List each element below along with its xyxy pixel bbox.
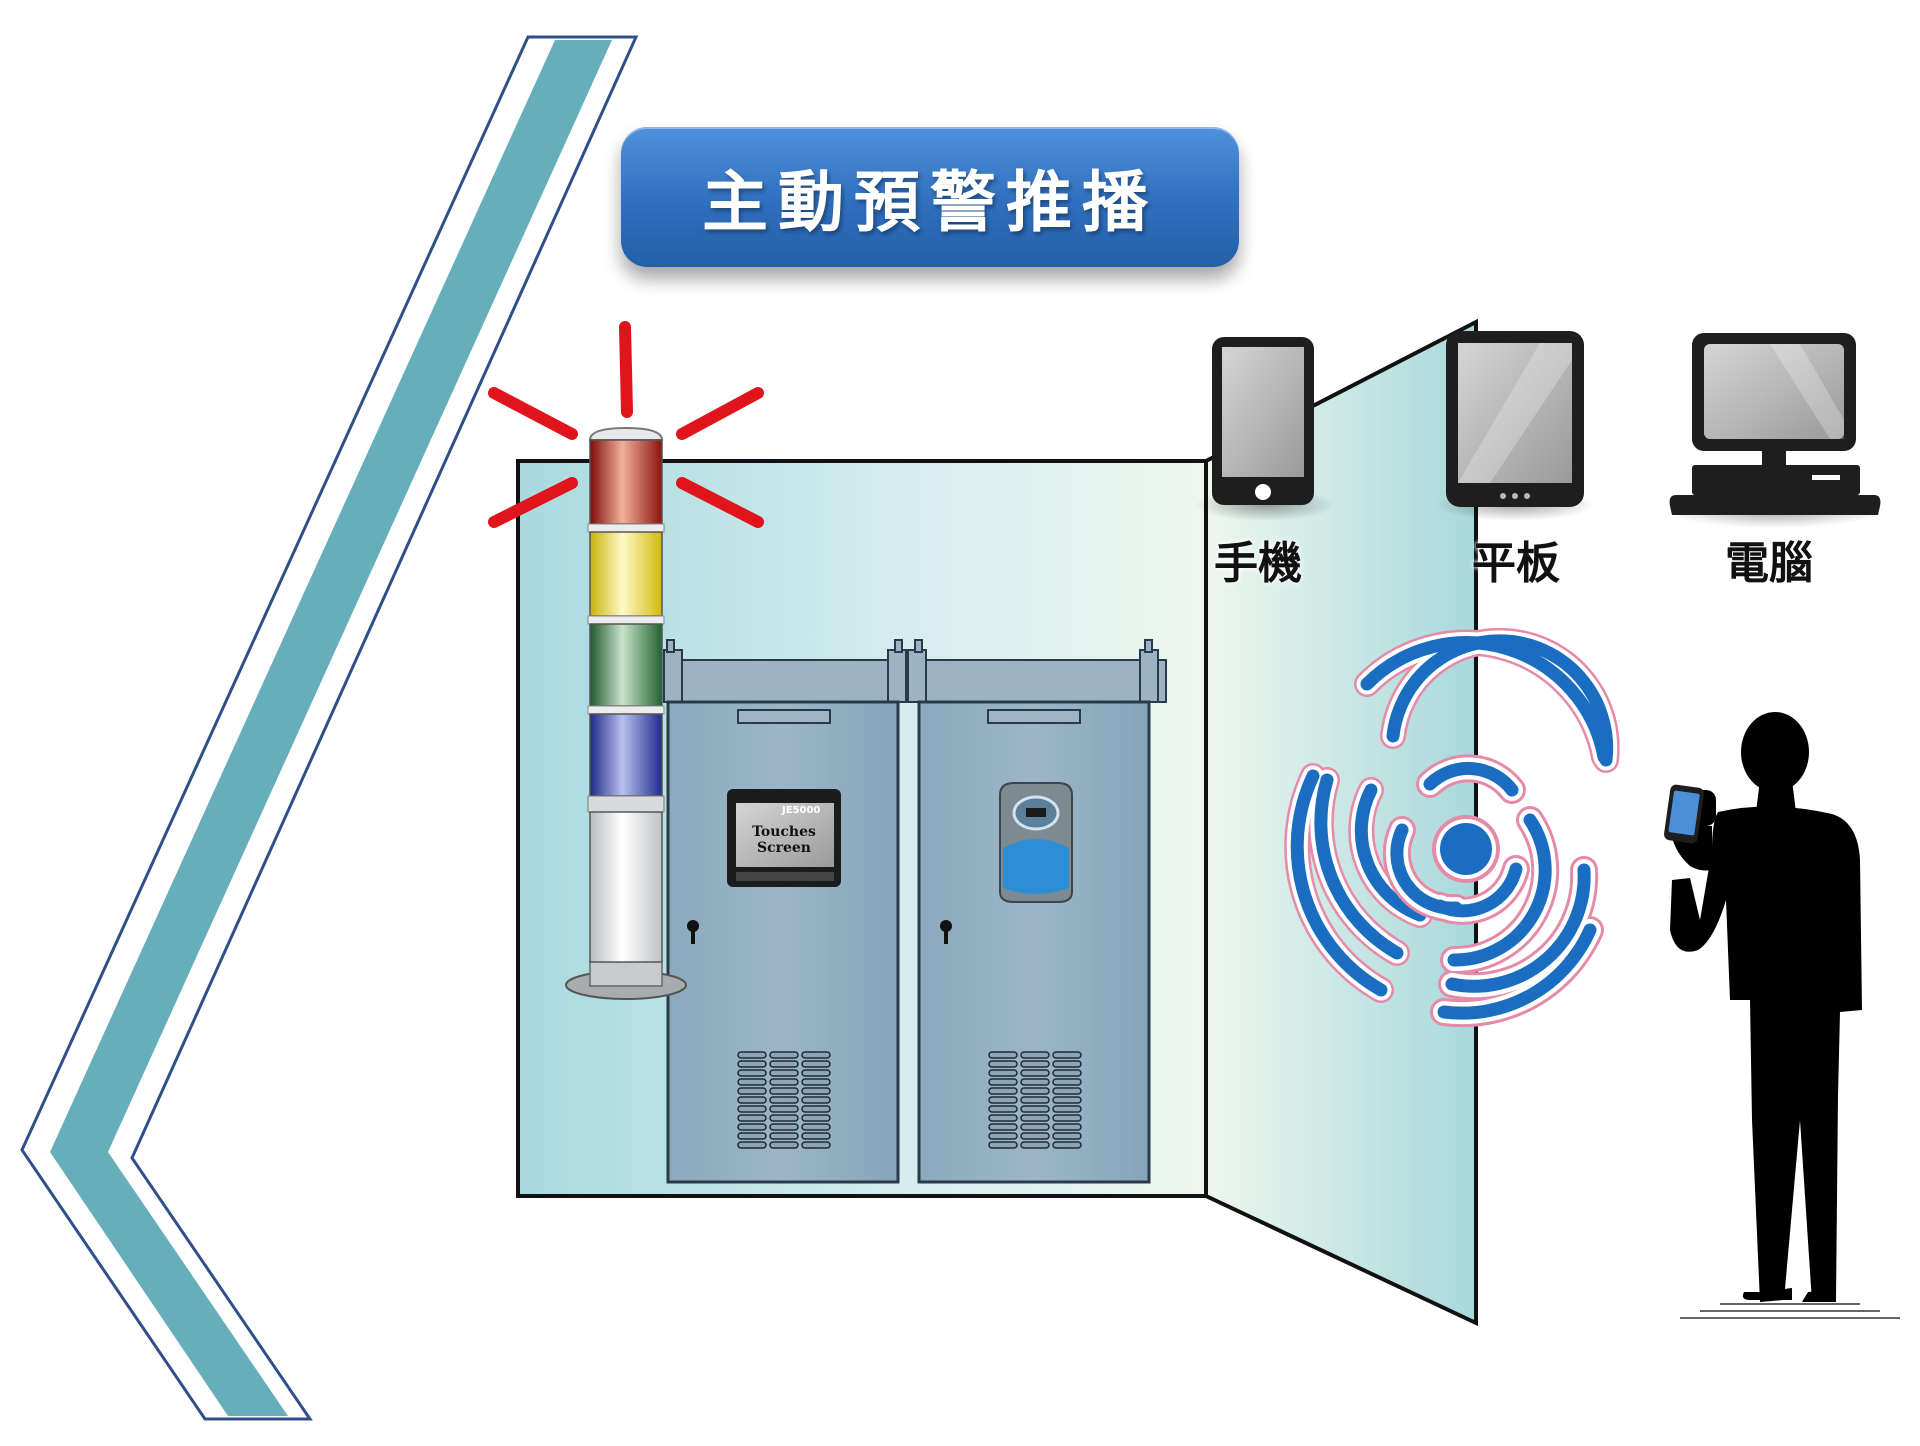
vent-slot [1052, 1141, 1082, 1149]
vent-slot [769, 1087, 799, 1095]
cabinet-rails [663, 639, 1167, 703]
vent-slot [801, 1123, 831, 1131]
vent-slot [988, 1132, 1018, 1140]
screen-text-line2: Screen [756, 840, 811, 856]
vent-slot [1052, 1069, 1082, 1077]
vent-slot [1020, 1087, 1050, 1095]
vent-slot [988, 1087, 1018, 1095]
vent-slot [769, 1141, 799, 1149]
screen-model-label: JE5000 [782, 805, 821, 816]
vent-slot [1052, 1060, 1082, 1068]
vent-slot [801, 1096, 831, 1104]
vent-slot [737, 1087, 767, 1095]
computer-label: 電腦 [1725, 538, 1813, 589]
tower-blue-segment [589, 713, 663, 797]
vent-slot [737, 1060, 767, 1068]
vent-slot [769, 1060, 799, 1068]
alarm-rays [488, 321, 764, 528]
vent-grille-right [988, 1051, 1082, 1149]
wireless-signal-icon [1284, 627, 1620, 1028]
vent-slot [801, 1060, 831, 1068]
vent-slot [1020, 1051, 1050, 1059]
vent-slot [1020, 1078, 1050, 1086]
vent-slot [1020, 1069, 1050, 1077]
vent-slot [988, 1114, 1018, 1122]
chevron-decoration [20, 35, 639, 1421]
vent-slot [1052, 1078, 1082, 1086]
title-banner: 主動預警推播 [621, 127, 1239, 267]
tower-white-segment [589, 811, 663, 963]
vent-slot [769, 1114, 799, 1122]
vent-slot [737, 1105, 767, 1113]
screen-text-line1: Touches [752, 824, 816, 840]
vent-slot [1020, 1141, 1050, 1149]
vent-slot [737, 1132, 767, 1140]
vent-slot [769, 1132, 799, 1140]
tower-red-segment [589, 439, 663, 525]
touch-screen [727, 789, 841, 887]
vent-grille-left [737, 1051, 831, 1149]
vent-slot [1052, 1114, 1082, 1122]
vent-slot [769, 1078, 799, 1086]
vent-slot [737, 1096, 767, 1104]
ground-lines [1680, 1303, 1900, 1319]
vent-slot [1052, 1105, 1082, 1113]
vent-slot [801, 1141, 831, 1149]
open-door [1204, 318, 1478, 1327]
vent-slot [988, 1051, 1018, 1059]
phone-label: 手機 [1214, 538, 1302, 589]
vent-slot [769, 1096, 799, 1104]
vent-slot [801, 1105, 831, 1113]
left-cabinet [666, 700, 900, 1184]
vent-slot [737, 1114, 767, 1122]
vent-slot [1052, 1096, 1082, 1104]
vent-slot [988, 1060, 1018, 1068]
tablet-label: 平板 [1472, 538, 1560, 589]
page-title: 主動預警推播 [702, 163, 1158, 241]
vent-slot [1020, 1105, 1050, 1113]
vent-slot [801, 1114, 831, 1122]
right-cabinet [917, 700, 1151, 1184]
phone-icon [1212, 337, 1314, 505]
vent-slot [801, 1078, 831, 1086]
vent-slot [737, 1069, 767, 1077]
computer-icon [1669, 333, 1881, 515]
vent-slot [1020, 1114, 1050, 1122]
vent-slot [769, 1123, 799, 1131]
tablet-icon [1446, 331, 1584, 507]
vent-slot [769, 1051, 799, 1059]
vent-slot [737, 1123, 767, 1131]
vent-slot [1052, 1087, 1082, 1095]
signal-tower-light [565, 426, 687, 1000]
vent-slot [988, 1069, 1018, 1077]
vent-slot [1020, 1060, 1050, 1068]
tower-green-segment [589, 623, 663, 707]
vent-slot [1052, 1132, 1082, 1140]
vent-slot [1020, 1096, 1050, 1104]
vent-slot [1020, 1123, 1050, 1131]
vent-slot [1052, 1123, 1082, 1131]
vent-slot [769, 1105, 799, 1113]
vent-slot [737, 1078, 767, 1086]
vent-slot [988, 1141, 1018, 1149]
tower-yellow-segment [589, 531, 663, 617]
vent-slot [1020, 1132, 1050, 1140]
vent-slot [988, 1078, 1018, 1086]
vent-slot [801, 1132, 831, 1140]
vent-slot [769, 1069, 799, 1077]
vent-slot [737, 1141, 767, 1149]
controller-module [999, 782, 1073, 903]
vent-slot [988, 1123, 1018, 1131]
vent-slot [988, 1105, 1018, 1113]
smartphone-in-hand [1664, 784, 1704, 844]
vent-slot [1052, 1051, 1082, 1059]
vent-slot [801, 1069, 831, 1077]
vent-slot [801, 1051, 831, 1059]
vent-slot [737, 1051, 767, 1059]
vent-slot [988, 1096, 1018, 1104]
vent-slot [801, 1087, 831, 1095]
